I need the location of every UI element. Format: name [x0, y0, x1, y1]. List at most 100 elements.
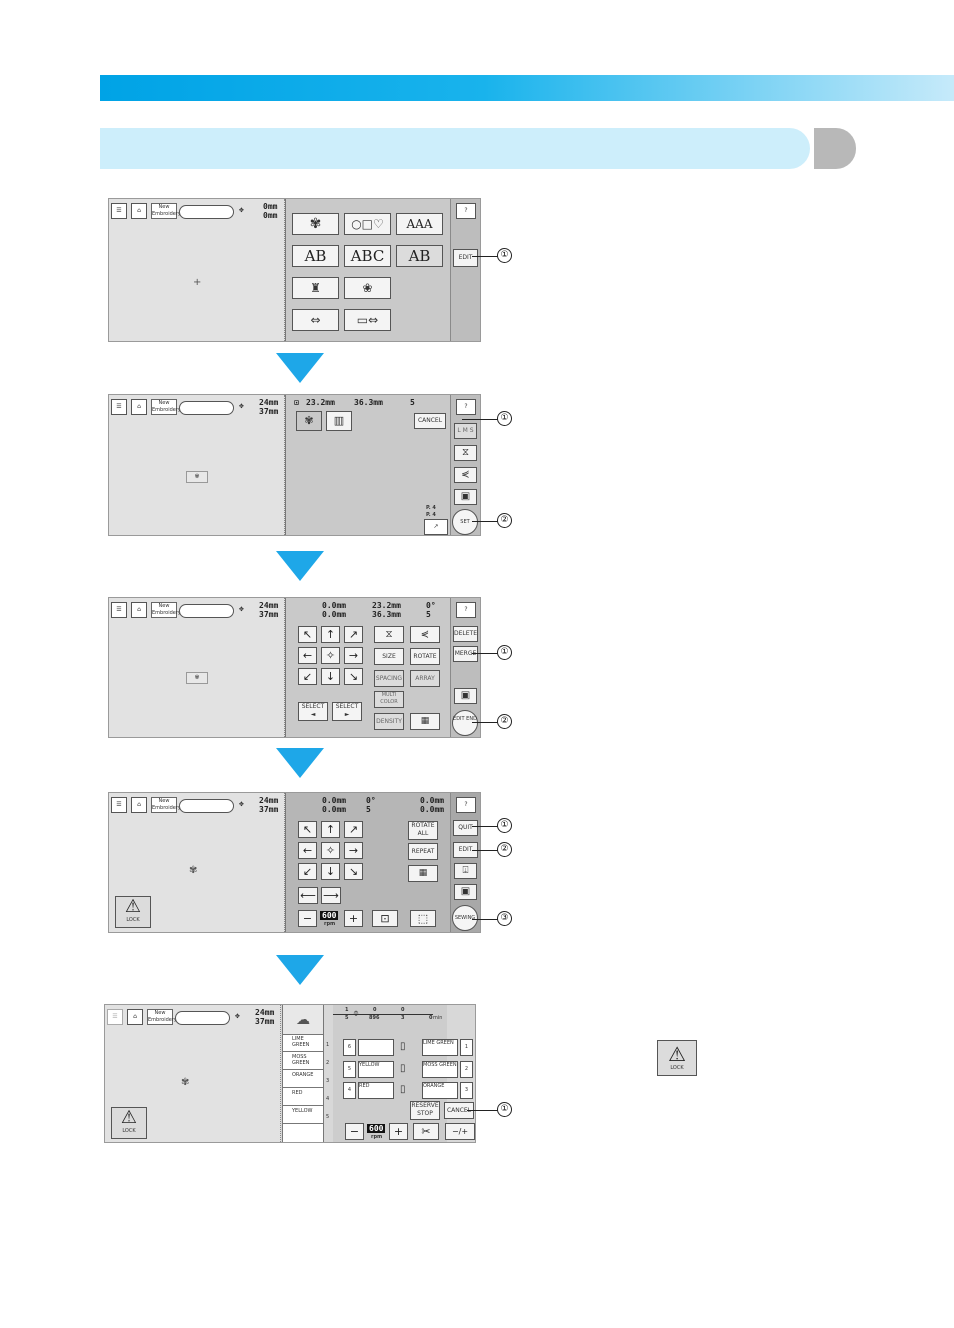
thread-row[interactable]: MOSS GREEN	[283, 1053, 323, 1070]
arc-button[interactable]: ⋞	[454, 467, 477, 483]
machine-icon[interactable]: ⌂	[131, 399, 147, 415]
move-up-button[interactable]: ↑	[321, 626, 340, 643]
new-embroidery-button[interactable]: New Embroidery	[151, 203, 181, 219]
thread-row[interactable]: ORANGE	[283, 1071, 323, 1088]
needle-thread[interactable]: YELLOW	[358, 1061, 394, 1078]
move-down-right-button[interactable]: ↘	[344, 863, 363, 880]
move-up-left-button[interactable]: ↖	[298, 821, 317, 838]
set-button[interactable]: SET	[452, 509, 478, 535]
lock-button[interactable]: ⚠ LOCK	[115, 896, 151, 928]
move-down-button[interactable]: ↓	[321, 863, 340, 880]
lock-button[interactable]: ⚠ LOCK	[111, 1107, 147, 1139]
computer-usb-button[interactable]: ▭⇔	[344, 309, 391, 331]
move-up-right-button[interactable]: ↗	[344, 626, 363, 643]
new-embroidery-button[interactable]: New Embroidery	[147, 1009, 177, 1025]
menu-icon[interactable]: ☰	[111, 399, 127, 415]
move-right-button[interactable]: →	[344, 842, 363, 859]
outline-category-button[interactable]: AB	[396, 245, 443, 267]
size-button[interactable]: SIZE	[374, 648, 404, 665]
spacing-button[interactable]: SPACING	[374, 670, 404, 687]
baste-button[interactable]: ⊡	[372, 910, 398, 927]
help-icon[interactable]: ?	[456, 602, 476, 618]
menu-icon[interactable]: ☰	[111, 203, 127, 219]
pattern-tile[interactable]: ▥	[326, 411, 352, 431]
edit-end-button[interactable]: EDIT END	[452, 710, 478, 736]
move-center-button[interactable]: ✧	[321, 647, 340, 664]
menu-icon[interactable]: ☰	[111, 797, 127, 813]
multi-color-button[interactable]: MULTI COLOR	[374, 691, 404, 708]
thread-row[interactable]: YELLOW	[283, 1107, 323, 1124]
menu-icon[interactable]: ☰	[111, 602, 127, 618]
pattern-tile-selected[interactable]: ✾	[296, 411, 322, 431]
preview-button[interactable]: ▣	[454, 884, 477, 900]
menu-icon[interactable]: ☰	[107, 1009, 123, 1025]
delete-button[interactable]: DELETE	[453, 626, 478, 642]
sewing-button[interactable]: SEWING	[452, 905, 478, 931]
trace-left-button[interactable]: ⟵	[298, 887, 318, 904]
stitch-step-button[interactable]: −/+	[445, 1123, 475, 1140]
usb-button[interactable]: ⇔	[292, 309, 339, 331]
merge-button[interactable]: MERGE	[453, 646, 478, 662]
new-embroidery-button[interactable]: New Embroidery	[151, 399, 181, 415]
help-icon[interactable]: ?	[456, 203, 476, 219]
machine-icon[interactable]: ⌂	[131, 797, 147, 813]
move-right-button[interactable]: →	[344, 647, 363, 664]
move-down-left-button[interactable]: ↙	[298, 863, 317, 880]
hoop-button[interactable]: ⍗	[454, 863, 477, 879]
page-turn-icon[interactable]: ↗	[424, 519, 448, 535]
pocket-design-button[interactable]: ❀	[344, 277, 391, 299]
frame-category-button[interactable]: ○□♡	[344, 213, 391, 235]
edit-button[interactable]: EDIT	[453, 249, 478, 267]
needle-thread[interactable]	[358, 1039, 394, 1056]
arc-button[interactable]: ⋞	[410, 626, 440, 643]
needle-thread[interactable]: ORANGE	[422, 1082, 458, 1099]
pattern-category-button[interactable]: ✾	[292, 213, 339, 235]
new-embroidery-button[interactable]: New Embroidery	[151, 797, 181, 813]
frame-trace-button[interactable]: ⬚	[410, 910, 436, 927]
density-button[interactable]: DENSITY	[374, 713, 404, 730]
preview-button[interactable]: ▣	[454, 489, 477, 505]
font-category-button[interactable]: ABC	[344, 245, 391, 267]
alphabet-category-button[interactable]: AAA	[396, 213, 443, 235]
speed-up-button[interactable]: +	[344, 910, 363, 927]
thread-row[interactable]: RED	[283, 1089, 323, 1106]
speed-up-button[interactable]: +	[389, 1123, 408, 1140]
move-down-right-button[interactable]: ↘	[344, 668, 363, 685]
reserve-stop-button[interactable]: RESERVE STOP	[410, 1101, 440, 1120]
machine-icon[interactable]: ⌂	[131, 602, 147, 618]
move-up-button[interactable]: ↑	[321, 821, 340, 838]
move-up-left-button[interactable]: ↖	[298, 626, 317, 643]
needle-thread[interactable]: LIME GREEN	[422, 1039, 458, 1056]
monogram-category-button[interactable]: AB	[292, 245, 339, 267]
move-down-left-button[interactable]: ↙	[298, 668, 317, 685]
help-icon[interactable]: ?	[456, 399, 476, 415]
mirror-button[interactable]: ⧖	[374, 626, 404, 643]
move-center-button[interactable]: ✧	[321, 842, 340, 859]
trace-right-button[interactable]: ⟶	[321, 887, 341, 904]
thread-color-button[interactable]: ▦	[410, 713, 440, 730]
needle-thread[interactable]: MOSS GREEN	[422, 1061, 458, 1078]
thread-trim-button[interactable]: ✂	[413, 1123, 439, 1140]
array-button[interactable]: ARRAY	[410, 670, 440, 687]
move-up-right-button[interactable]: ↗	[344, 821, 363, 838]
move-left-button[interactable]: ←	[298, 647, 317, 664]
thread-color-button[interactable]: ▦	[408, 865, 438, 882]
move-down-button[interactable]: ↓	[321, 668, 340, 685]
preview-button[interactable]: ▣	[454, 688, 477, 704]
cancel-button[interactable]: CANCEL	[414, 413, 446, 429]
needle-thread[interactable]: RED	[358, 1082, 394, 1099]
new-embroidery-button[interactable]: New Embroidery	[151, 602, 181, 618]
machine-icon[interactable]: ⌂	[127, 1009, 143, 1025]
machine-memory-button[interactable]: ♜	[292, 277, 339, 299]
thread-row[interactable]: LIME GREEN	[283, 1035, 323, 1052]
move-left-button[interactable]: ←	[298, 842, 317, 859]
select-prev-button[interactable]: SELECT ◄	[298, 702, 328, 721]
help-icon[interactable]: ?	[456, 797, 476, 813]
size-lms-button[interactable]: L M S	[454, 423, 477, 439]
select-next-button[interactable]: SELECT ►	[332, 702, 362, 721]
rotate-button[interactable]: ROTATE	[410, 648, 440, 665]
mirror-button[interactable]: ⧖	[454, 445, 477, 461]
repeat-button[interactable]: REPEAT	[408, 843, 438, 860]
speed-down-button[interactable]: −	[345, 1123, 364, 1140]
speed-down-button[interactable]: −	[298, 910, 317, 927]
